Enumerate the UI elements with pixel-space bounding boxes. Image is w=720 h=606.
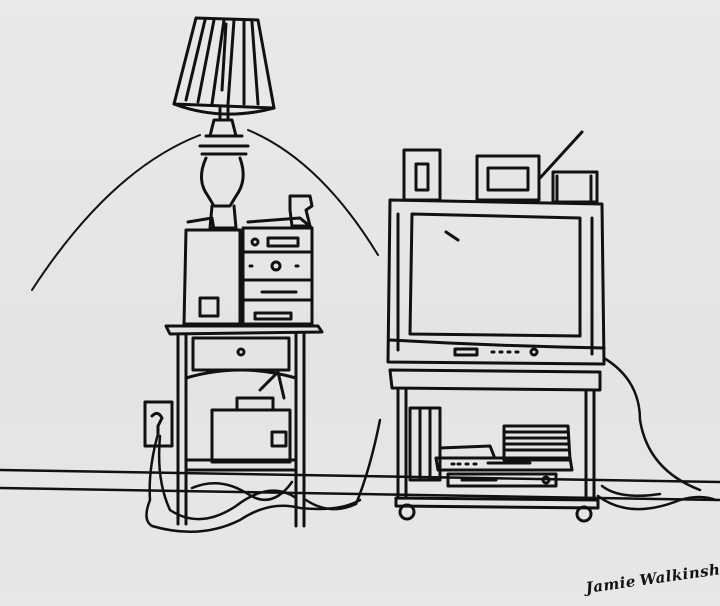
speaker-icon [182,216,242,326]
tv-cart-icon [388,368,602,523]
cables-icon [145,356,718,534]
table-lamp-icon [172,16,276,230]
lamp-light-rays [31,129,379,291]
crt-television-icon [386,198,606,366]
stereo-system-icon [241,194,314,326]
picture-frames-icon [402,148,599,204]
antenna-icon [538,130,584,180]
side-table-icon [164,324,324,528]
